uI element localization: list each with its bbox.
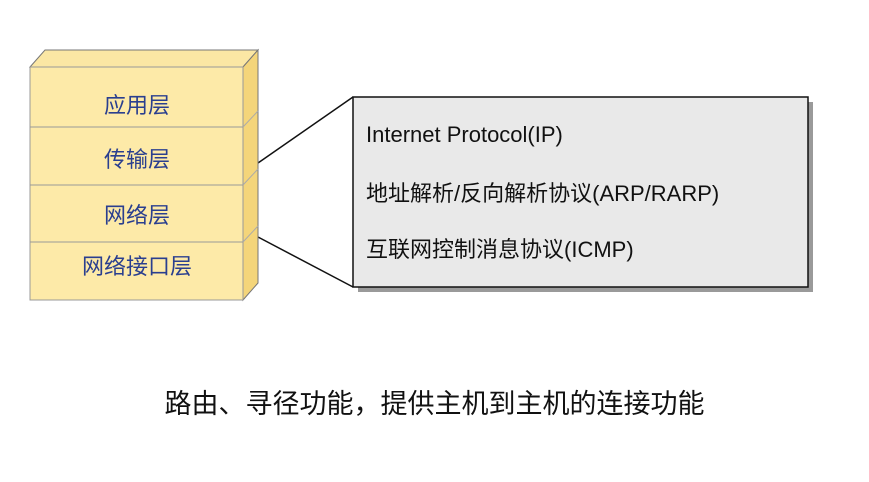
layer-label-network-interface: 网络接口层 bbox=[81, 255, 192, 280]
callout-box bbox=[352, 96, 809, 288]
layer-label-application: 应用层 bbox=[103, 94, 170, 119]
side-divider bbox=[242, 168, 259, 186]
stack-top-face bbox=[28, 49, 260, 68]
side-divider bbox=[242, 225, 259, 243]
protocol-arp-rarp: 地址解析/反向解析协议(ARP/RARP) bbox=[366, 181, 720, 206]
protocol-ip: Internet Protocol(IP) bbox=[366, 122, 563, 147]
layer-label-transport: 传输层 bbox=[103, 148, 170, 173]
layer-label-network: 网络层 bbox=[103, 204, 170, 229]
network-layer-caption: 路由、寻径功能，提供主机到主机的连接功能 bbox=[164, 389, 705, 420]
layer-transport bbox=[29, 126, 244, 186]
layer-application bbox=[29, 66, 244, 128]
callout-connector-bottom bbox=[257, 236, 354, 288]
callout-connector-top bbox=[257, 96, 354, 164]
side-divider bbox=[242, 110, 259, 128]
layer-network bbox=[29, 184, 244, 243]
stack-side-face bbox=[242, 48, 259, 302]
layer-network-interface bbox=[29, 241, 244, 301]
protocol-icmp: 互联网控制消息协议(ICMP) bbox=[366, 237, 634, 262]
